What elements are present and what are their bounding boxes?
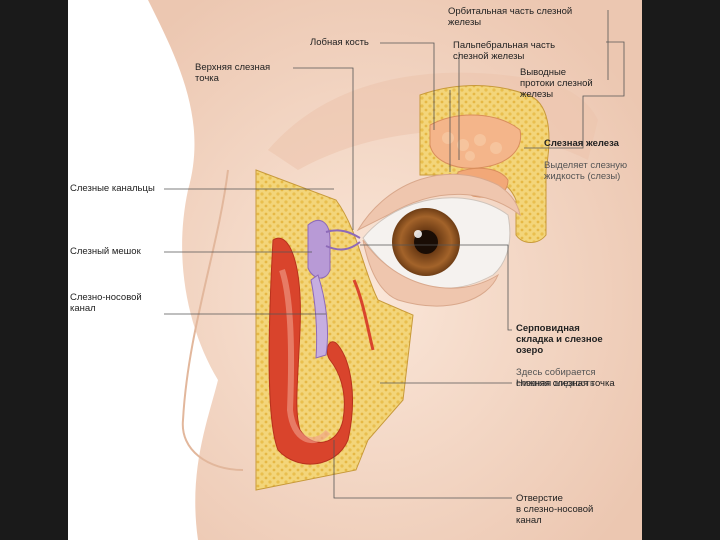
diagram-panel: Орбитальная часть слезной железы Лобная … [68,0,642,540]
label-frontal-bone: Лобная кость [310,37,430,48]
label-lacrimal-gland-title: Слезная железа [544,138,642,149]
label-palpebral-part: Пальпебральная часть слезной железы [453,40,603,62]
label-lower-punctum: Нижняя слезная точка [516,378,636,389]
label-upper-punctum: Верхняя слезная точка [195,62,305,84]
label-lacrimal-sac: Слезный мешок [70,246,180,257]
label-duct-opening: Отверстие в слезно-носовой канал [516,493,636,526]
lacrimal-sac [308,220,330,278]
label-orbital-part: Орбитальная часть слезной железы [448,6,628,28]
label-lacrimal-gland-desc: Выделяет слезную жидкость (слезы) [544,160,642,182]
label-canaliculi: Слезные канальцы [70,183,180,194]
label-nasolacrimal-duct: Слезно-носовой канал [70,292,180,314]
label-excretory-ducts: Выводные протоки слезной железы [520,67,630,100]
label-plica-title: Серповидная складка и слезное озеро [516,323,636,356]
label-lacrimal-gland: Слезная железа Выделяет слезную жидкость… [544,127,642,193]
